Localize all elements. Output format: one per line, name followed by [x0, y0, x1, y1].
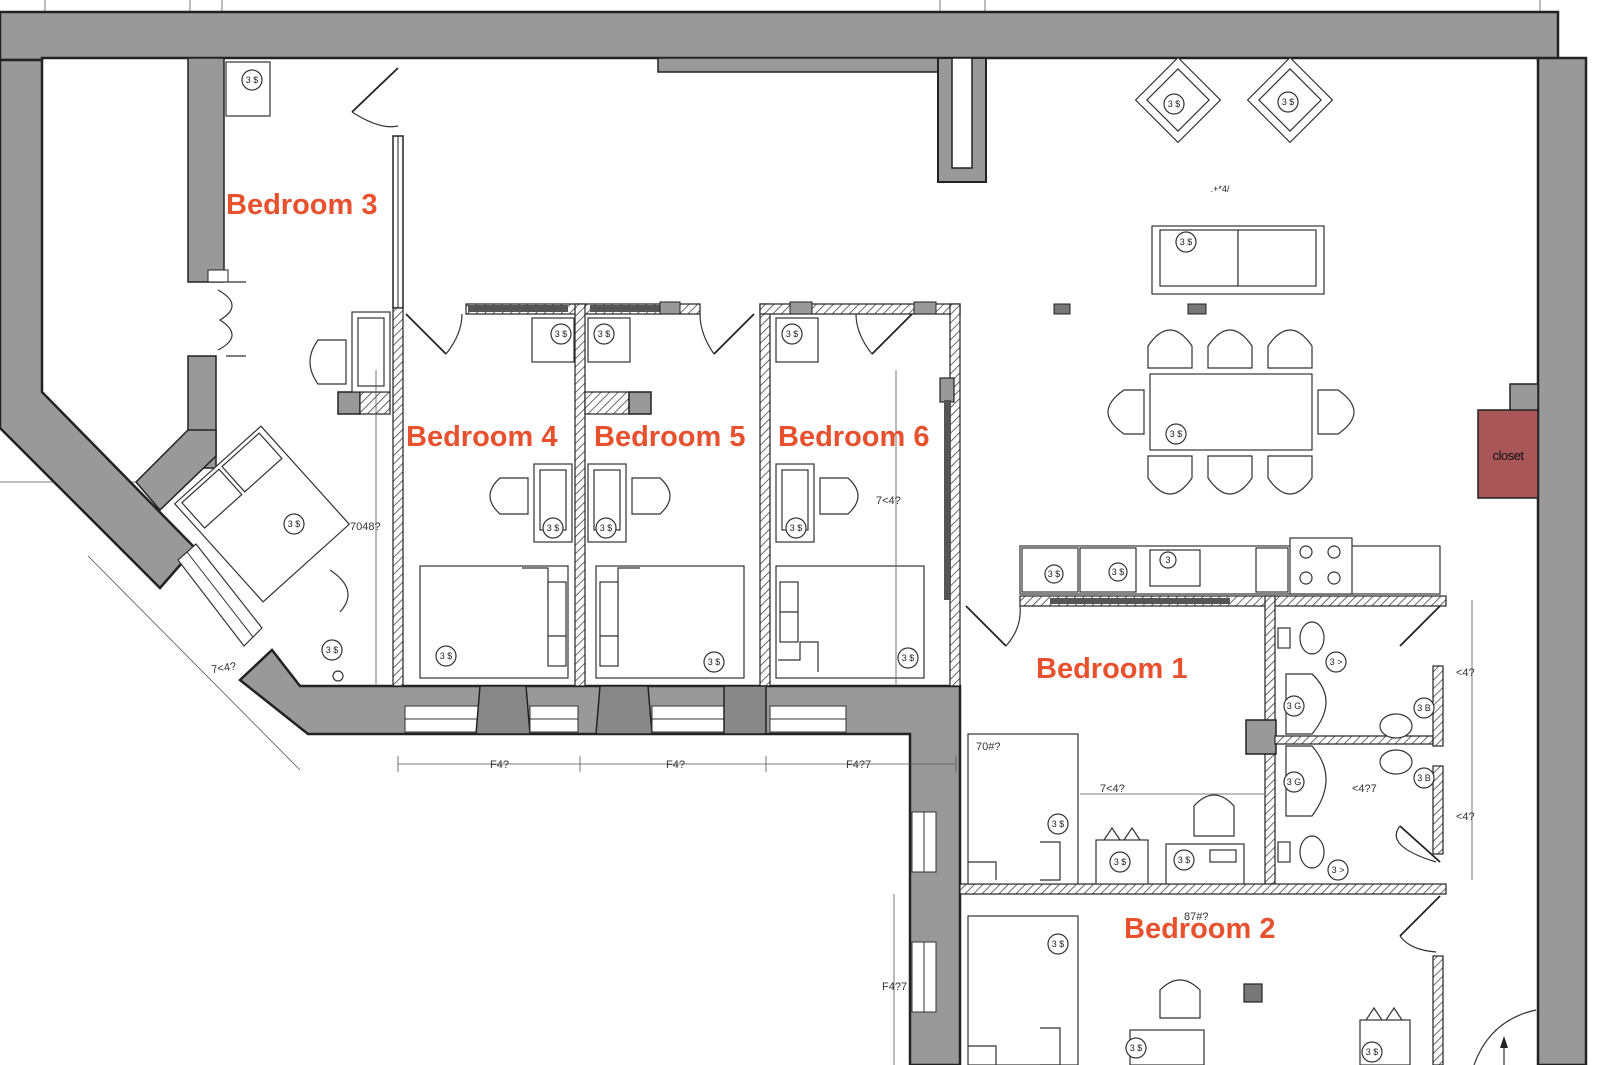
svg-text:3 B: 3 B — [1417, 703, 1431, 713]
bedroom-1-furniture: 3 $ 3 $ 3 $ — [967, 733, 1245, 885]
bedroom-3-furniture: 3 $ 3 $ 3 $ — [173, 61, 391, 682]
svg-text:3 $: 3 $ — [902, 653, 915, 663]
bedroom-1-label: Bedroom 1 — [1036, 653, 1187, 685]
svg-text:3 $: 3 $ — [246, 75, 259, 85]
bedroom-6-furniture: 3 $ 3 $ 3 $ — [775, 317, 925, 679]
svg-text:3 >: 3 > — [1330, 657, 1343, 667]
svg-text:3 $: 3 $ — [1130, 1043, 1143, 1053]
bedroom-6-width-dim: F4?7 — [846, 759, 871, 771]
svg-text:3 $: 3 $ — [1048, 569, 1061, 579]
svg-text:3 $: 3 $ — [1170, 429, 1183, 439]
svg-text:3 $: 3 $ — [1114, 857, 1127, 867]
bedroom-5-furniture: 3 $ 3 $ 3 $ — [587, 317, 745, 679]
living-mark: .+*4/ — [1211, 184, 1230, 194]
room-labels: Bedroom 3 Bedroom 4 Bedroom 5 Bedroom 6 … — [226, 189, 1275, 945]
svg-text:3 $: 3 $ — [600, 523, 613, 533]
svg-text:3 $: 3 $ — [598, 329, 611, 339]
svg-text:3 B: 3 B — [1417, 773, 1431, 783]
svg-text:3 $: 3 $ — [547, 523, 560, 533]
dimension-lines — [87, 370, 1473, 1065]
svg-text:3 $: 3 $ — [440, 651, 453, 661]
bottom-windows — [177, 543, 937, 1013]
svg-text:3 $: 3 $ — [1052, 819, 1065, 829]
svg-text:3 $: 3 $ — [790, 523, 803, 533]
svg-text:3 $: 3 $ — [708, 657, 721, 667]
svg-text:3: 3 — [1165, 555, 1170, 565]
bath-1-dim: <4? — [1456, 667, 1475, 679]
bedroom-4-furniture: 3 $ 3 $ 3 $ — [419, 317, 575, 679]
bedroom-3-depth-dim: 7048? — [350, 521, 381, 533]
bedroom-2-width-dim: 87#? — [1184, 911, 1208, 923]
svg-text:3 $: 3 $ — [1168, 99, 1181, 109]
svg-text:3 $: 3 $ — [1052, 939, 1065, 949]
bedroom-4-label: Bedroom 4 — [406, 421, 557, 453]
svg-text:3 $: 3 $ — [1282, 97, 1295, 107]
bedroom-6-depth-dim: 7<4? — [876, 495, 901, 507]
bedroom-partitions — [337, 301, 961, 687]
svg-text:3 $: 3 $ — [288, 519, 301, 529]
svg-text:3 >: 3 > — [1332, 865, 1345, 875]
svg-text:3 G: 3 G — [1287, 701, 1302, 711]
bath-2-dim: <4? — [1456, 811, 1475, 823]
svg-text:3 $: 3 $ — [1180, 237, 1193, 247]
bedroom-1-depth-dim: 70#? — [976, 741, 1000, 753]
bathrooms: 3 > 3 G 3 B 3 G 3 B 3 > — [1277, 621, 1435, 881]
bedroom-3-width-dim: 7<4? — [211, 661, 237, 676]
bedroom-5-width-dim: F4? — [666, 759, 685, 771]
bedroom-2-furniture: 3 $ 3 $ 3 $ — [967, 915, 1411, 1065]
svg-text:3 $: 3 $ — [1366, 1047, 1379, 1057]
svg-text:3 G: 3 G — [1287, 777, 1302, 787]
bedroom-3-label: Bedroom 3 — [226, 189, 377, 221]
svg-text:3 $: 3 $ — [1178, 855, 1191, 865]
svg-text:3 $: 3 $ — [326, 645, 339, 655]
svg-text:3 $: 3 $ — [1112, 567, 1125, 577]
closet-label: closet — [1493, 448, 1525, 463]
bedroom-2-label: Bedroom 2 — [1124, 913, 1275, 945]
bedroom-1-width-dim: 7<4? — [1100, 783, 1125, 795]
svg-text:3 $: 3 $ — [555, 329, 568, 339]
bath-3-dim: <4?7 — [1352, 783, 1377, 795]
bedroom-3-walls — [134, 57, 404, 512]
closet: closet — [1477, 383, 1539, 499]
living-furniture: 3 $ 3 $ .+*4/ 3 $ 3 $ — [1053, 56, 1355, 495]
kitchen: 3 $ 3 $ 3 — [1019, 537, 1441, 595]
svg-text:3 $: 3 $ — [786, 329, 799, 339]
bedroom-5-label: Bedroom 5 — [594, 421, 745, 453]
bedroom-4-width-dim: F4? — [490, 759, 509, 771]
bedroom-2-depth-dim: F4?7 — [882, 981, 907, 993]
dimension-labels: 7<4? 7048? F4? F4? F4?7 7<4? 7<4? 70#? F… — [211, 495, 1475, 993]
bedroom-6-label: Bedroom 6 — [778, 421, 929, 453]
bedroom-1-2-walls — [959, 595, 1537, 1065]
